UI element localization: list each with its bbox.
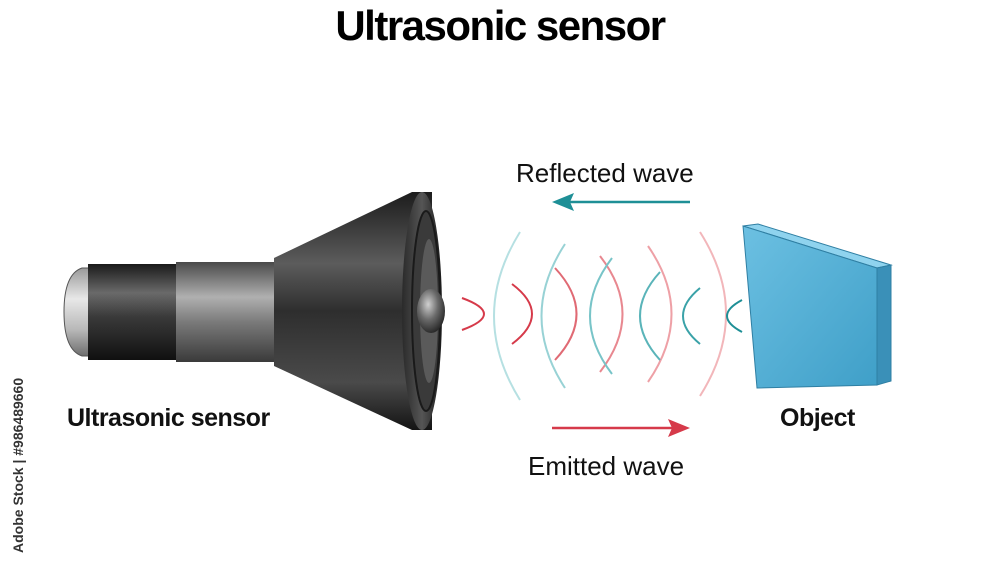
stock-credit: Adobe Stock | #986489660 [10, 377, 26, 553]
sensor-label: Ultrasonic sensor [67, 404, 270, 432]
emitted-wave-arc [511, 283, 533, 345]
object-cube [742, 223, 893, 389]
reflected-wave-arc [639, 271, 661, 361]
reflected-wave-arc [726, 299, 743, 333]
emitted-wave-arc [599, 255, 624, 373]
page-title: Ultrasonic sensor [335, 2, 666, 49]
object-label: Object [780, 404, 855, 432]
emitted-wave-arc [461, 297, 485, 331]
reflected-wave-arc [589, 257, 613, 375]
emitted-wave-label: Emitted wave [528, 451, 685, 481]
reflected-wave-arc [682, 287, 701, 345]
reflected-wave-arc [540, 243, 566, 389]
emitted-wave-arc [647, 245, 673, 383]
reflected-wave-arc [493, 231, 521, 401]
reflected-wave-arrow [552, 193, 690, 211]
reflected-wave-label: Reflected wave [516, 158, 694, 188]
emitted-wave-arrow [552, 419, 690, 437]
sound-waves [461, 231, 743, 401]
ultrasonic-sensor-illustration [63, 192, 445, 430]
emitted-wave-arc [554, 267, 578, 361]
emitted-wave-arc [699, 231, 727, 397]
